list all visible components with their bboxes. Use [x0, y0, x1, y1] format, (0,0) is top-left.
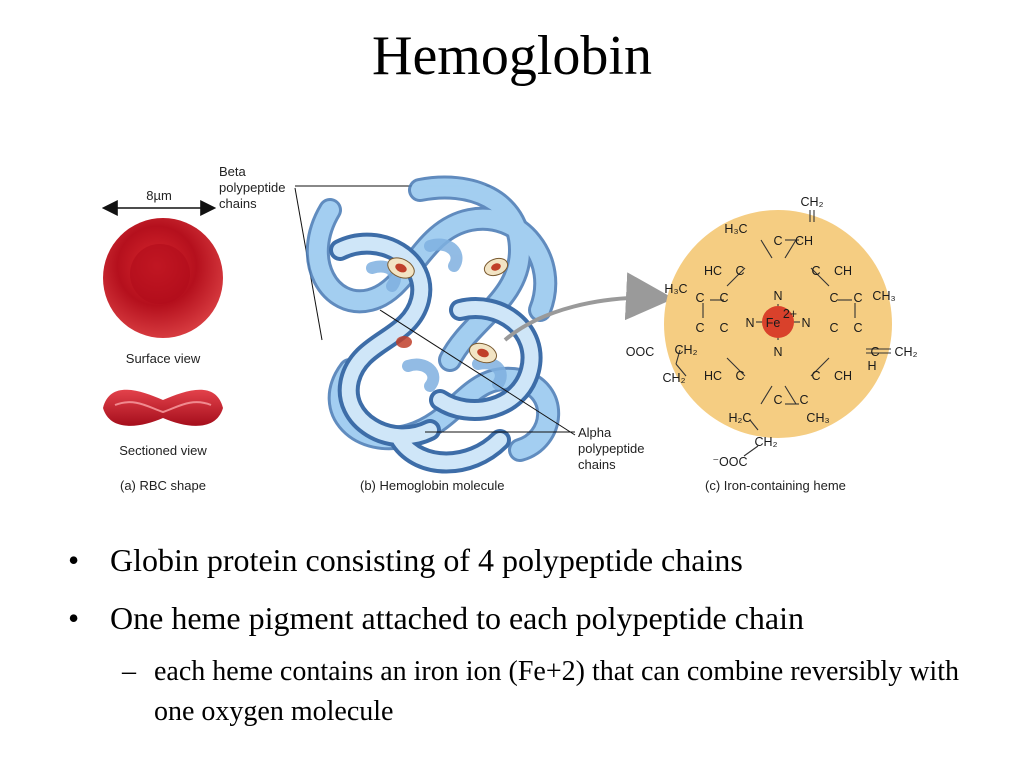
svg-text:C: C [811, 264, 820, 278]
heme-bonds [675, 210, 891, 457]
svg-text:C: C [829, 321, 838, 335]
svg-text:C: C [719, 291, 728, 305]
svg-text:C: C [811, 369, 820, 383]
protein-ribbons [305, 175, 561, 474]
svg-text:CH₂: CH₂ [895, 345, 918, 359]
svg-text:H: H [867, 359, 876, 373]
heme-groups [387, 257, 509, 364]
svg-text:⁻OOC: ⁻OOC [712, 455, 747, 469]
svg-text:HC: HC [704, 264, 722, 278]
svg-text:N: N [801, 316, 810, 330]
svg-text:C: C [695, 291, 704, 305]
svg-text:C: C [853, 321, 862, 335]
bullet-marker: • [68, 600, 80, 636]
sub-bullet-text: each heme contains an iron ion (Fe+2) th… [154, 656, 959, 727]
svg-text:N: N [745, 316, 754, 330]
iron-charge: 2+ [783, 307, 797, 321]
svg-text:H₃C: H₃C [664, 282, 687, 296]
hemoglobin-figure: 8µm Surface view Sectioned view (a) RBC … [101, 164, 918, 493]
svg-text:OOC: OOC [626, 345, 654, 359]
svg-text:CH: CH [795, 234, 813, 248]
sub-bullet-marker: – [122, 656, 136, 687]
sectioned-view-label: Sectioned view [119, 443, 207, 458]
slide-title: Hemoglobin [372, 25, 652, 87]
rbc-caption: (a) RBC shape [120, 478, 206, 493]
alpha-label-line3: chains [578, 457, 616, 472]
iron-atom [762, 306, 794, 338]
rbc-section-image [103, 389, 223, 426]
svg-text:HC: HC [704, 369, 722, 383]
svg-text:C: C [773, 234, 782, 248]
bullet-text: One heme pigment attached to each polype… [110, 600, 804, 636]
alpha-label-line1: Alpha [578, 425, 612, 440]
hemoglobin-molecule-panel: Beta polypeptide chains [219, 164, 674, 493]
rbc-panel: 8µm Surface view Sectioned view (a) RBC … [101, 188, 223, 493]
svg-text:CH₂: CH₂ [801, 195, 824, 209]
surface-view-label: Surface view [126, 351, 201, 366]
iron-symbol: Fe [766, 316, 781, 330]
svg-text:CH: CH [834, 369, 852, 383]
bullet-text: Globin protein consisting of 4 polypepti… [110, 542, 743, 578]
svg-text:C: C [853, 291, 862, 305]
svg-text:H₂C: H₂C [729, 411, 752, 425]
hemoglobin-caption: (b) Hemoglobin molecule [360, 478, 505, 493]
svg-text:C: C [773, 393, 782, 407]
svg-text:C: C [735, 264, 744, 278]
zoom-arrow [503, 272, 674, 342]
svg-text:C: C [695, 321, 704, 335]
beta-label-line1: Beta [219, 164, 247, 179]
heme-panel: Fe 2+ N N N N HC C C CH HC C C CH C CH H… [626, 195, 918, 493]
svg-text:CH₂: CH₂ [663, 371, 686, 385]
svg-text:C: C [735, 369, 744, 383]
svg-text:C: C [829, 291, 838, 305]
alpha-label-line2: polypeptide [578, 441, 645, 456]
svg-text:N: N [773, 345, 782, 359]
svg-text:CH₂: CH₂ [755, 435, 778, 449]
svg-text:C: C [870, 345, 879, 359]
bullet-marker: • [68, 542, 80, 578]
svg-text:CH: CH [834, 264, 852, 278]
svg-text:CH₂: CH₂ [675, 343, 698, 357]
svg-text:C: C [799, 393, 808, 407]
beta-label-line3: chains [219, 196, 257, 211]
beta-label-line2: polypeptide [219, 180, 286, 195]
svg-text:CH₃: CH₃ [872, 289, 895, 303]
scale-label: 8µm [146, 188, 172, 203]
svg-text:H₃C: H₃C [724, 222, 747, 236]
svg-text:N: N [773, 289, 782, 303]
heme-caption: (c) Iron-containing heme [705, 478, 846, 493]
svg-text:C: C [719, 321, 728, 335]
svg-text:CH₃: CH₃ [806, 411, 829, 425]
